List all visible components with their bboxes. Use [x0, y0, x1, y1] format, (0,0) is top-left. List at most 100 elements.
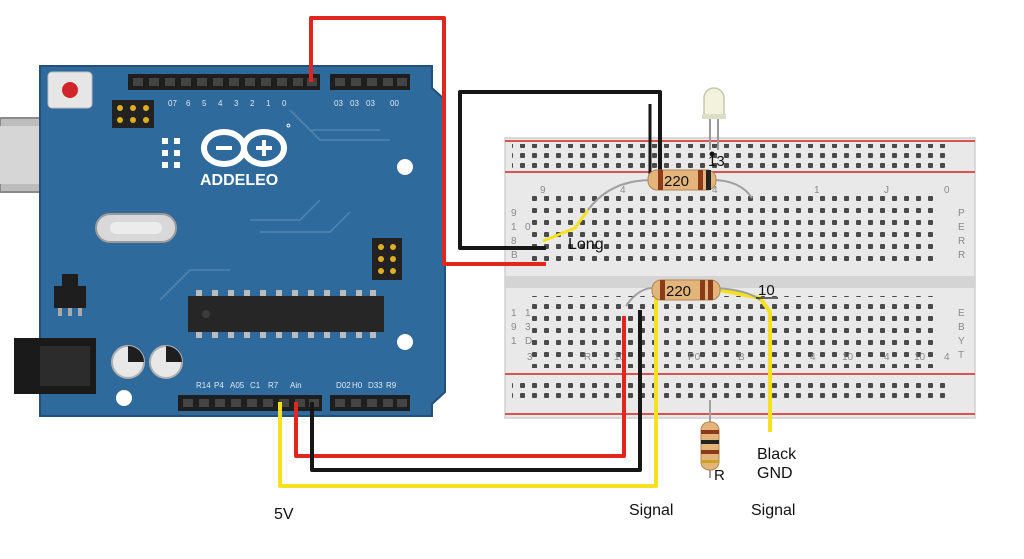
- column-number: 9: [540, 185, 546, 196]
- row-letter: D: [525, 336, 532, 347]
- wire-red-bottom: [294, 316, 626, 458]
- resistor-top-label: 220: [664, 173, 689, 190]
- pin-label: 4: [218, 99, 223, 108]
- column-numbers-bottom: 3 R 10 P0 B 4 10 4 10 4: [527, 352, 950, 363]
- pin-label: R14: [196, 381, 211, 390]
- terminal-strip-top: [532, 196, 940, 268]
- pin-label: 00: [390, 99, 399, 108]
- power-rail-bottom: [512, 378, 952, 400]
- label-gnd: GND: [757, 465, 793, 482]
- row-letter: 1: [525, 308, 531, 319]
- row-letter: 0: [525, 222, 531, 233]
- mounting-hole: [116, 390, 132, 406]
- pin-label: 0: [282, 99, 287, 108]
- wire-red-top: [309, 16, 546, 266]
- pin-label: Ain: [290, 381, 302, 390]
- resistor-middle: [651, 279, 721, 301]
- power-jack: [14, 338, 96, 394]
- led: [702, 87, 726, 157]
- breadboard-right-letters: P E R R E B Y T: [958, 208, 965, 361]
- row-letter: P: [958, 208, 965, 219]
- pin-label: C1: [250, 381, 261, 390]
- pin-label: 3: [234, 99, 239, 108]
- column-number: 0: [944, 185, 950, 196]
- column-number: J: [884, 185, 889, 196]
- row-letter: 9: [511, 208, 517, 219]
- column-number: 3: [527, 352, 533, 363]
- resistor-middle-label: 220: [666, 283, 691, 300]
- column-numbers-top: 9 4 4 1 J 0: [540, 185, 950, 196]
- terminal-strip-bottom: [532, 296, 940, 368]
- label-5v: 5V: [274, 506, 294, 523]
- pin-label: 03: [350, 99, 359, 108]
- bottom-pin-labels: R14 P4 A05 C1 R7 Ain D02 H0 D33 R9: [196, 381, 397, 390]
- led-pin-label: 13: [708, 153, 725, 170]
- crystal-oscillator: [95, 213, 177, 243]
- column-number: 10: [614, 352, 626, 363]
- row-letter: 1: [511, 222, 517, 233]
- wire-yellow-5v: [278, 292, 658, 488]
- column-number: 10: [914, 352, 926, 363]
- row-letter: B: [958, 322, 965, 333]
- resistor-bottom: [700, 400, 720, 478]
- column-number: 4: [712, 185, 718, 196]
- board-markings: [162, 138, 180, 168]
- led-long-lead: [542, 209, 590, 243]
- resistor-top: [647, 169, 717, 191]
- column-number: 10: [842, 352, 854, 363]
- resistor-middle-note: 10: [758, 282, 775, 299]
- center-divider: [505, 276, 975, 288]
- pin-label: 1: [266, 99, 271, 108]
- top-pin-labels: 07 6 5 4 3 2 1 0 03 03 03 00: [168, 99, 399, 108]
- breadboard: 9 1 8 B 1 9 1 1 3 D 0 P E R R E B Y T 9 …: [504, 137, 976, 419]
- column-number: 4: [944, 352, 950, 363]
- pin-label: R7: [268, 381, 279, 390]
- registered-mark: °: [286, 121, 291, 135]
- pin-label: D02: [336, 381, 351, 390]
- column-number: 4: [884, 352, 890, 363]
- row-letter: B: [511, 250, 518, 261]
- digital-header-left: [128, 74, 320, 90]
- pin-label: 5: [202, 99, 207, 108]
- label-long: Long: [568, 236, 604, 253]
- label-black: Black: [757, 446, 797, 463]
- row-letter: E: [958, 222, 965, 233]
- row-letter: 8: [511, 236, 517, 247]
- wire-black-top: [458, 90, 662, 250]
- column-number: 1: [814, 185, 820, 196]
- capacitor: [149, 345, 183, 379]
- row-letter: E: [958, 308, 965, 319]
- row-letter: 3: [525, 322, 531, 333]
- board-brand: ADDELEO: [200, 172, 278, 189]
- row-letter: Y: [958, 336, 965, 347]
- microcontroller-chip: [188, 290, 384, 338]
- column-number: 4: [620, 185, 626, 196]
- pin-label: 6: [186, 99, 191, 108]
- column-number: B: [738, 352, 745, 363]
- column-number: P0: [688, 352, 701, 363]
- row-letter: R: [958, 236, 965, 247]
- wires: [278, 16, 772, 488]
- row-letter: T: [958, 350, 964, 361]
- wire-yellow-signal: [719, 288, 772, 432]
- pin-label: R9: [386, 381, 397, 390]
- column-number: 4: [810, 352, 816, 363]
- row-letter: R: [958, 250, 965, 261]
- wire-black-bottom: [310, 310, 642, 472]
- arduino-logo-icon: [201, 129, 287, 167]
- row-letter: 1: [511, 308, 517, 319]
- voltage-regulator: [54, 274, 86, 316]
- capacitor: [111, 345, 145, 379]
- label-signal-right: Signal: [751, 502, 795, 519]
- power-rail-top: [512, 144, 952, 168]
- column-number: R: [584, 352, 591, 363]
- pin-label: D33: [368, 381, 383, 390]
- row-letter: 9: [511, 322, 517, 333]
- icsp-header-right: [372, 238, 402, 280]
- pin-label: 03: [366, 99, 375, 108]
- row-letter: 1: [511, 336, 517, 347]
- pin-label: P4: [214, 381, 224, 390]
- pin-label: A05: [230, 381, 245, 390]
